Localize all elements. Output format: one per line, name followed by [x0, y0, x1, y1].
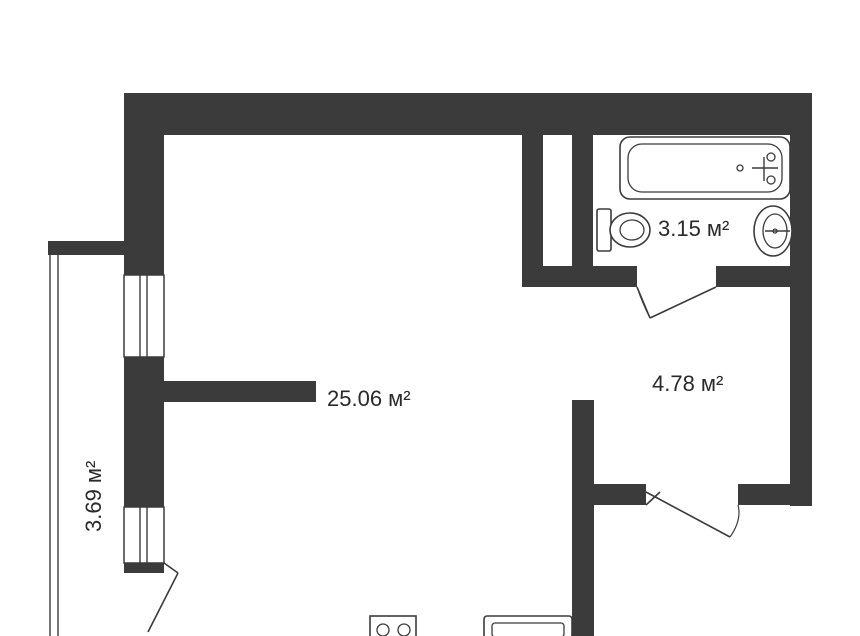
window-lower: [123, 506, 165, 564]
bathroom-area-label: 3.15 м²: [658, 216, 729, 241]
main-room-area-label: 25.06 м²: [327, 386, 411, 411]
interior-walls: [164, 135, 812, 636]
window-upper: [123, 274, 165, 358]
bathtub-icon: [619, 136, 791, 200]
bathroom-door[interactable]: [636, 286, 717, 319]
balcony-area-label: 3.69 м²: [81, 461, 106, 532]
hallway-area-label: 4.78 м²: [652, 371, 723, 396]
balcony-door[interactable]: [147, 562, 179, 633]
sink-icon: [753, 205, 793, 257]
balcony-outline: [48, 241, 124, 636]
toilet-icon: [596, 208, 651, 252]
stove-icon: [369, 615, 417, 636]
exterior-walls: [124, 93, 812, 573]
hallway-door[interactable]: [645, 491, 740, 538]
kitchen-sink-icon: [483, 615, 573, 636]
